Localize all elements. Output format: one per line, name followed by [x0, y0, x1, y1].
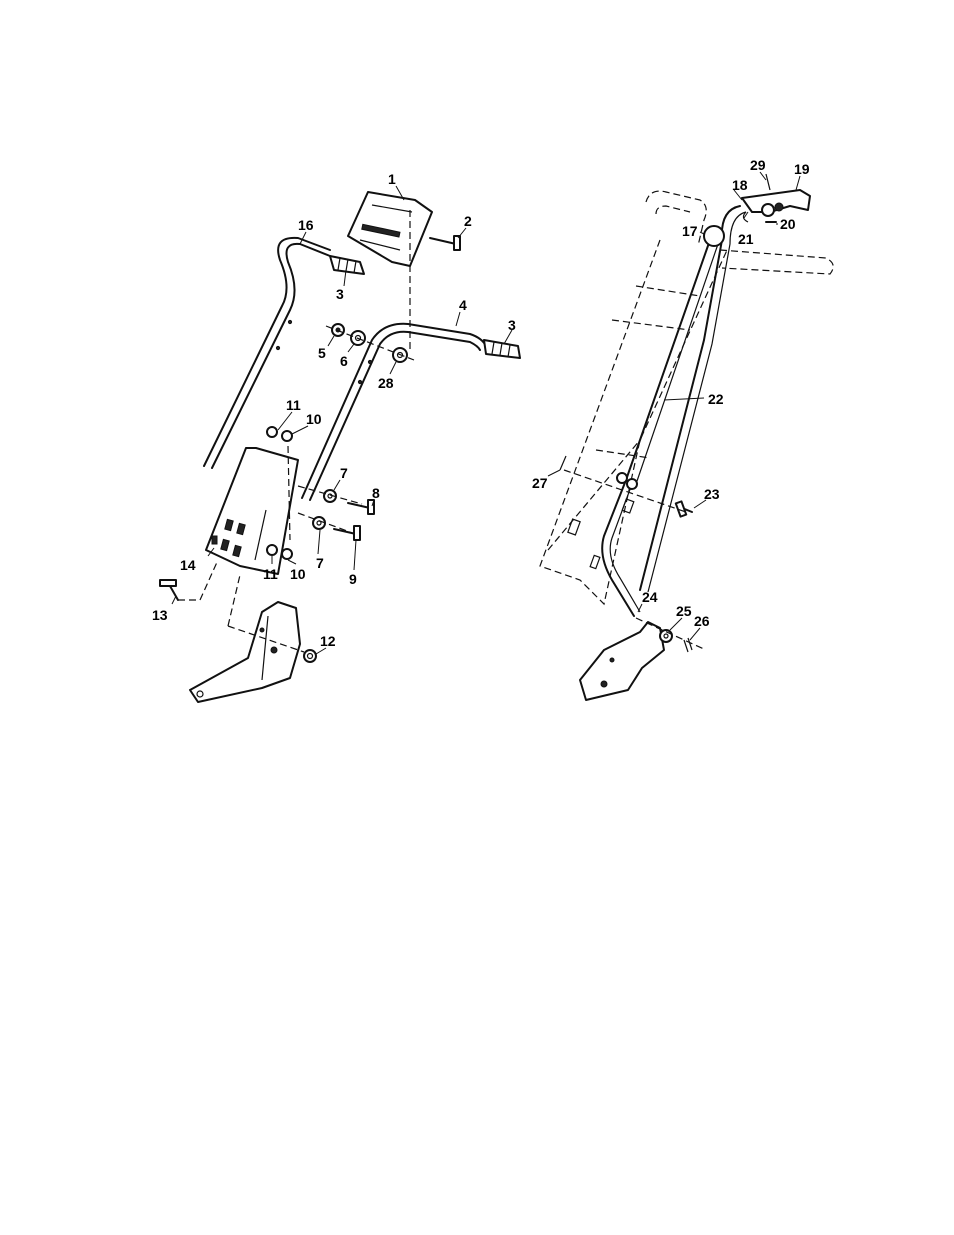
part-3-grip-left	[330, 256, 364, 274]
callout-28: 28	[378, 375, 394, 391]
callout-11-upper: 11	[286, 397, 301, 413]
callout-25: 25	[676, 603, 692, 619]
callout-18: 18	[732, 177, 748, 193]
callout-4: 4	[459, 297, 467, 313]
callout-26: 26	[694, 613, 710, 629]
callout-3-right: 3	[508, 317, 516, 333]
part-2-bolt	[430, 236, 460, 250]
callout-8: 8	[372, 485, 380, 501]
callout-2: 2	[464, 213, 472, 229]
callout-23: 23	[704, 486, 720, 502]
callout-21: 21	[738, 231, 754, 247]
callout-7-upper: 7	[340, 465, 348, 481]
callout-1: 1	[388, 171, 396, 187]
callout-12: 12	[320, 633, 336, 649]
callout-19: 19	[794, 161, 810, 177]
parts-7-8-9-hardware	[313, 490, 374, 540]
callout-16: 16	[298, 217, 314, 233]
lower-bracket	[580, 622, 664, 700]
callout-13: 13	[152, 607, 168, 623]
callout-9: 9	[349, 571, 357, 587]
callout-17: 17	[682, 223, 698, 239]
callout-3-left: 3	[336, 286, 344, 302]
part-22-control-rod	[626, 240, 718, 484]
callout-20: 20	[780, 216, 796, 232]
frame-bracket	[190, 602, 300, 702]
part-24-lower-rod	[602, 480, 640, 616]
callout-7-lower: 7	[316, 555, 324, 571]
callout-10-upper: 10	[306, 411, 322, 427]
right-assembled-view	[540, 174, 833, 700]
callout-22: 22	[708, 391, 724, 407]
callout-10-lower: 10	[290, 566, 306, 582]
callout-5: 5	[318, 345, 326, 361]
callout-27: 27	[532, 475, 548, 491]
callout-29: 29	[750, 157, 766, 173]
left-exploded-view	[160, 192, 520, 702]
part-17-knob	[704, 226, 724, 246]
callout-11-lower: 11	[263, 566, 278, 582]
part-12-nut	[304, 650, 316, 662]
handle-outline	[540, 191, 833, 604]
part-19-control-lever	[742, 174, 810, 222]
callout-14: 14	[180, 557, 196, 573]
part-3-grip-right	[484, 340, 520, 358]
part-1-control-panel	[348, 192, 432, 266]
callout-24: 24	[642, 589, 658, 605]
callout-6: 6	[340, 353, 348, 369]
